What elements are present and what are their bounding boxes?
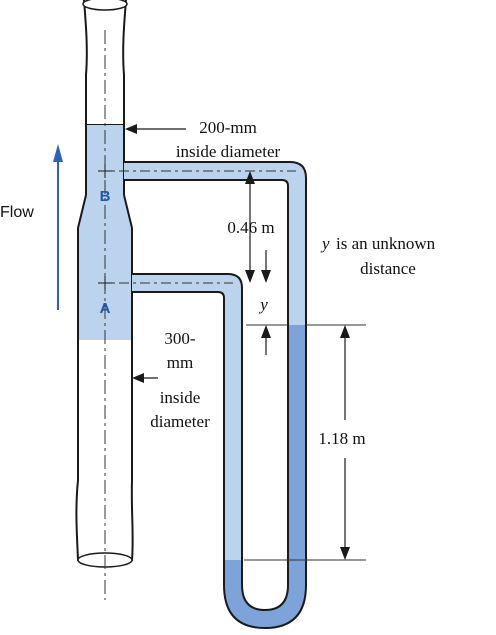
flow-label: Flow — [0, 204, 34, 221]
bottom-diameter-leader-arrow — [132, 373, 158, 383]
height-118-label: 1.18 m — [318, 429, 365, 448]
top-diameter-label-line1: 200-mm — [199, 118, 257, 137]
tap-centerlines — [98, 170, 296, 284]
point-a-marker — [98, 276, 112, 290]
y-dimension-label: y — [258, 295, 268, 314]
bottom-diameter-label-line2: mm — [167, 353, 193, 372]
height-046-label: 0.46 m — [227, 218, 274, 237]
point-b-label: B — [100, 188, 111, 205]
bottom-diameter-label-line1: 300- — [164, 329, 196, 348]
bottom-diameter-label-line3: inside — [160, 388, 201, 407]
top-diameter-label-line2: inside diameter — [176, 142, 281, 161]
dimension-118 — [244, 324, 366, 561]
unknown-note-line2: distance — [360, 259, 416, 278]
top-diameter-leader-arrow — [125, 124, 186, 134]
manometer-tube — [124, 161, 307, 630]
bottom-diameter-label-line4: diameter — [150, 412, 210, 431]
flow-arrow-icon — [53, 144, 63, 310]
unknown-note-line1: is an unknown — [336, 234, 436, 253]
unknown-note-symbol: y — [320, 234, 330, 253]
point-a-label: A — [100, 300, 111, 317]
dimension-y — [246, 250, 288, 355]
dimension-046 — [245, 171, 255, 283]
point-b-marker — [98, 164, 112, 178]
